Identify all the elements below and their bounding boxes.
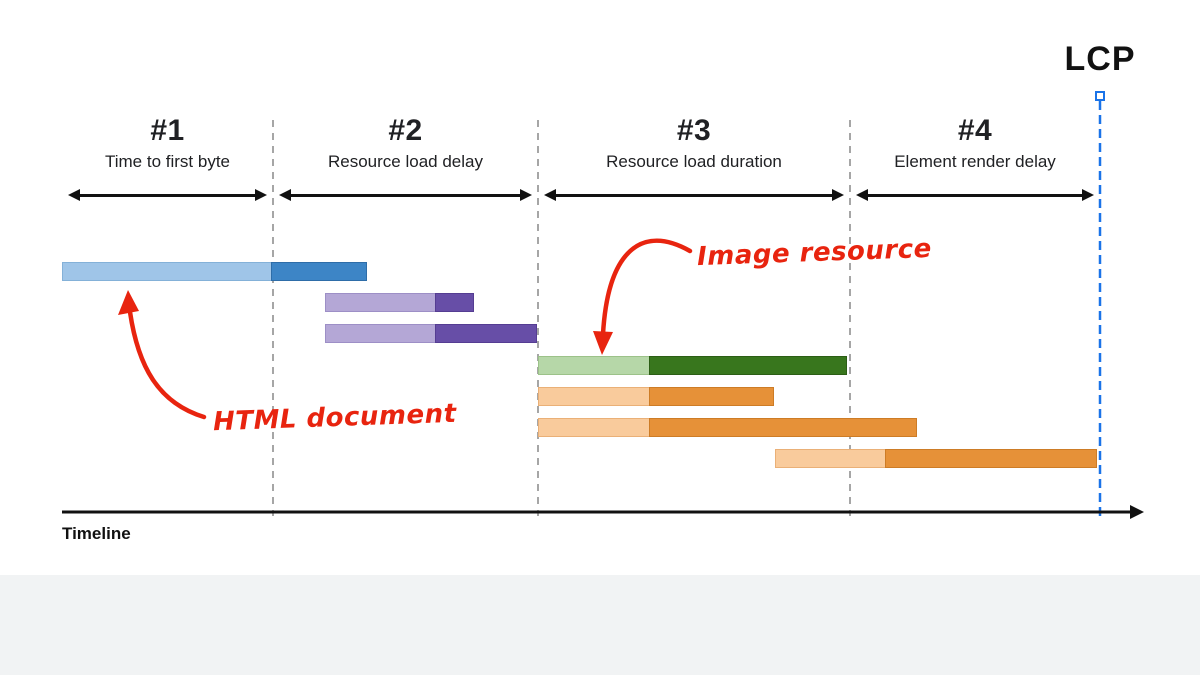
red-arrow-to-document-bar [118, 290, 207, 420]
phase-2-number: #2 [388, 114, 423, 147]
stylesheet-bar-dark-segment [435, 324, 537, 343]
phase-4-label: Element render delay [894, 152, 1056, 171]
lcp-marker-icon [1095, 91, 1105, 101]
script-bar [538, 418, 917, 437]
stylesheet-bar-dark-segment [435, 293, 474, 312]
script-bar-dark-segment [649, 418, 917, 437]
legend-strip: Document Stylesheet Script Image [0, 575, 1200, 675]
stylesheet-bar [325, 293, 474, 312]
image-bar-dark-segment [649, 356, 847, 375]
stylesheet-bar [325, 324, 537, 343]
phase-2-header: #2 Resource load delay [273, 112, 538, 204]
phase-4-span-arrow [856, 189, 1094, 201]
phase-1-span-arrow [68, 189, 267, 201]
phase-1-number: #1 [150, 114, 185, 147]
phase-1-label: Time to first byte [104, 152, 230, 171]
red-arrow-to-image-bar [593, 238, 693, 355]
phase-2-span-arrow [279, 189, 532, 201]
script-bar-dark-segment [885, 449, 1097, 468]
phase-4-number: #4 [957, 114, 993, 147]
script-bar [775, 449, 1097, 468]
phase-3-span-arrow [544, 189, 844, 201]
lcp-title: LCP [1064, 40, 1136, 78]
phase-3-label: Resource load duration [606, 152, 782, 171]
document-bar-dark-segment [271, 262, 367, 281]
phase-1-header: #1 Time to first byte [62, 112, 273, 204]
document-bar [62, 262, 367, 281]
phase-3-number: #3 [676, 114, 712, 147]
script-bar-dark-segment [649, 387, 774, 406]
script-bar [538, 387, 774, 406]
timeline-axis-label: Timeline [62, 524, 131, 543]
timeline-axis-arrowhead [1130, 505, 1144, 519]
image-bar [538, 356, 847, 375]
phase-4-header: #4 Element render delay [850, 112, 1100, 204]
phase-3-header: #3 Resource load duration [538, 112, 850, 204]
phase-2-label: Resource load delay [328, 152, 483, 171]
